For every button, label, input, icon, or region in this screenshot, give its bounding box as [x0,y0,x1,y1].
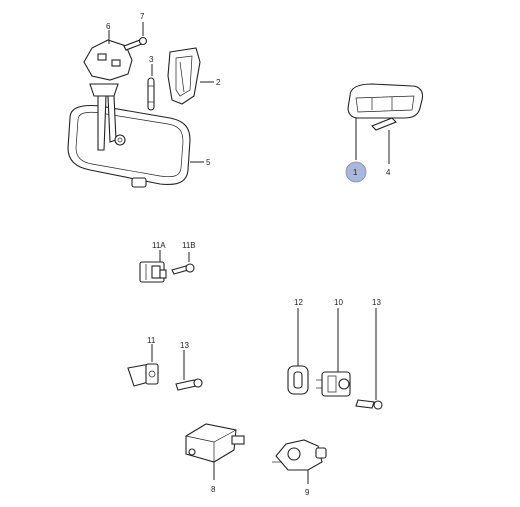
label-1: 1 [353,168,358,177]
part-5-mirror[interactable] [67,104,191,188]
label-7: 7 [140,12,145,21]
part-13-screw-left[interactable] [175,378,203,391]
label-10: 10 [334,298,343,307]
part-13-screw-right[interactable] [355,399,383,410]
part-4-bulb[interactable] [371,117,397,131]
label-4: 4 [386,168,391,177]
label-6: 6 [106,22,111,31]
part-8-housing[interactable] [185,423,245,463]
part-2-holder[interactable] [167,47,201,105]
part-12-grommet[interactable] [287,365,309,395]
part-labels: 7 6 3 2 5 1 4 11A 11B 11 13 12 10 13 8 9 [106,12,391,497]
label-2: 2 [216,78,221,87]
label-3: 3 [149,55,154,64]
label-8: 8 [211,485,216,494]
part-11-switch[interactable] [127,363,159,387]
part-1-highlight-marker[interactable] [345,161,367,183]
part-7-screw[interactable] [123,36,148,51]
label-11b: 11B [182,241,196,250]
part-3-bulb[interactable] [147,77,155,111]
label-9: 9 [305,488,310,497]
part-11b-screw[interactable] [171,263,195,275]
leader-lines [108,22,390,484]
label-12: 12 [294,298,303,307]
label-5: 5 [206,158,211,167]
part-11a-switch[interactable] [139,261,167,283]
label-11: 11 [147,336,156,345]
part-6-mount-bracket[interactable] [83,39,133,151]
label-11a: 11A [152,241,166,250]
part-9-connector[interactable] [272,439,327,471]
label-13-left: 13 [180,341,189,350]
label-13-right: 13 [372,298,381,307]
part-1-interior-light[interactable] [347,83,424,119]
part-10-socket[interactable] [316,371,351,397]
